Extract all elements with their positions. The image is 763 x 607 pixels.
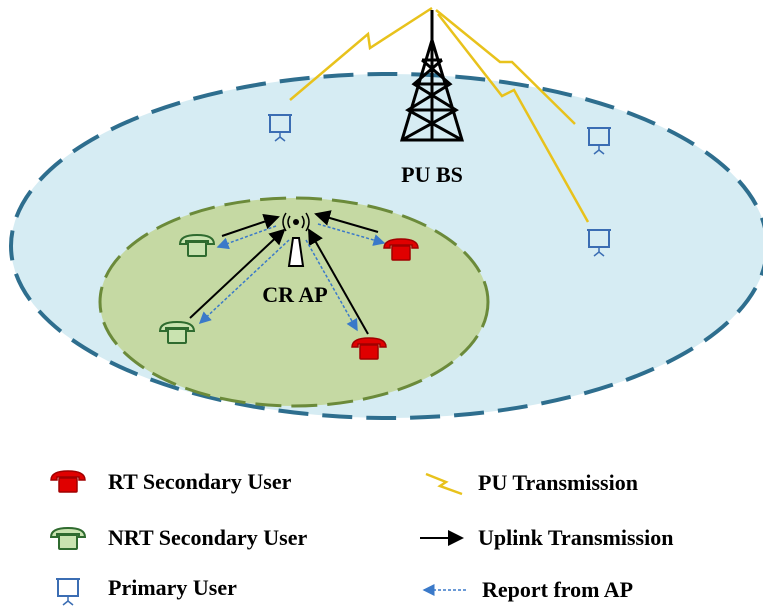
pu-bs-label: PU BS bbox=[401, 162, 463, 187]
telephone-icon bbox=[50, 527, 86, 550]
projector-screen-icon bbox=[55, 578, 81, 606]
legend-item-primary: Primary User bbox=[55, 575, 237, 606]
legend-item-rt: RT Secondary User bbox=[50, 469, 292, 494]
lightning-bolt-icon bbox=[435, 9, 576, 125]
legend-label: Primary User bbox=[108, 575, 237, 600]
uplink-arrow bbox=[221, 213, 280, 237]
report-arrow bbox=[198, 239, 290, 325]
uplink-transmission-links bbox=[189, 210, 379, 335]
lightning-bolt-icon bbox=[289, 6, 433, 101]
antenna-icon bbox=[282, 212, 310, 267]
lightning-bolt-icon bbox=[437, 13, 590, 223]
report-links bbox=[198, 223, 386, 332]
legend: RT Secondary User NRT Secondary User Pri… bbox=[50, 469, 673, 606]
pu-transmission-links bbox=[289, 6, 590, 223]
report-arrow bbox=[305, 239, 358, 332]
legend-label: RT Secondary User bbox=[108, 469, 292, 494]
cell-tower-icon bbox=[399, 10, 465, 142]
uplink-arrow bbox=[314, 210, 379, 233]
legend-item-report: Report from AP bbox=[422, 577, 633, 602]
legend-item-uplink: Uplink Transmission bbox=[420, 525, 673, 550]
legend-label: Report from AP bbox=[482, 577, 633, 602]
uplink-arrow bbox=[308, 228, 369, 335]
legend-item-pu-transmission: PU Transmission bbox=[425, 470, 638, 496]
telephone-icon bbox=[50, 470, 86, 493]
legend-item-nrt: NRT Secondary User bbox=[50, 525, 307, 550]
report-arrow bbox=[216, 225, 277, 250]
lightning-bolt-icon bbox=[425, 472, 463, 496]
legend-label: Uplink Transmission bbox=[478, 525, 673, 550]
report-arrow bbox=[317, 223, 386, 246]
uplink-arrow bbox=[189, 228, 286, 319]
cr-ap-label: CR AP bbox=[262, 282, 327, 307]
legend-label: NRT Secondary User bbox=[108, 525, 307, 550]
legend-label: PU Transmission bbox=[478, 470, 638, 495]
